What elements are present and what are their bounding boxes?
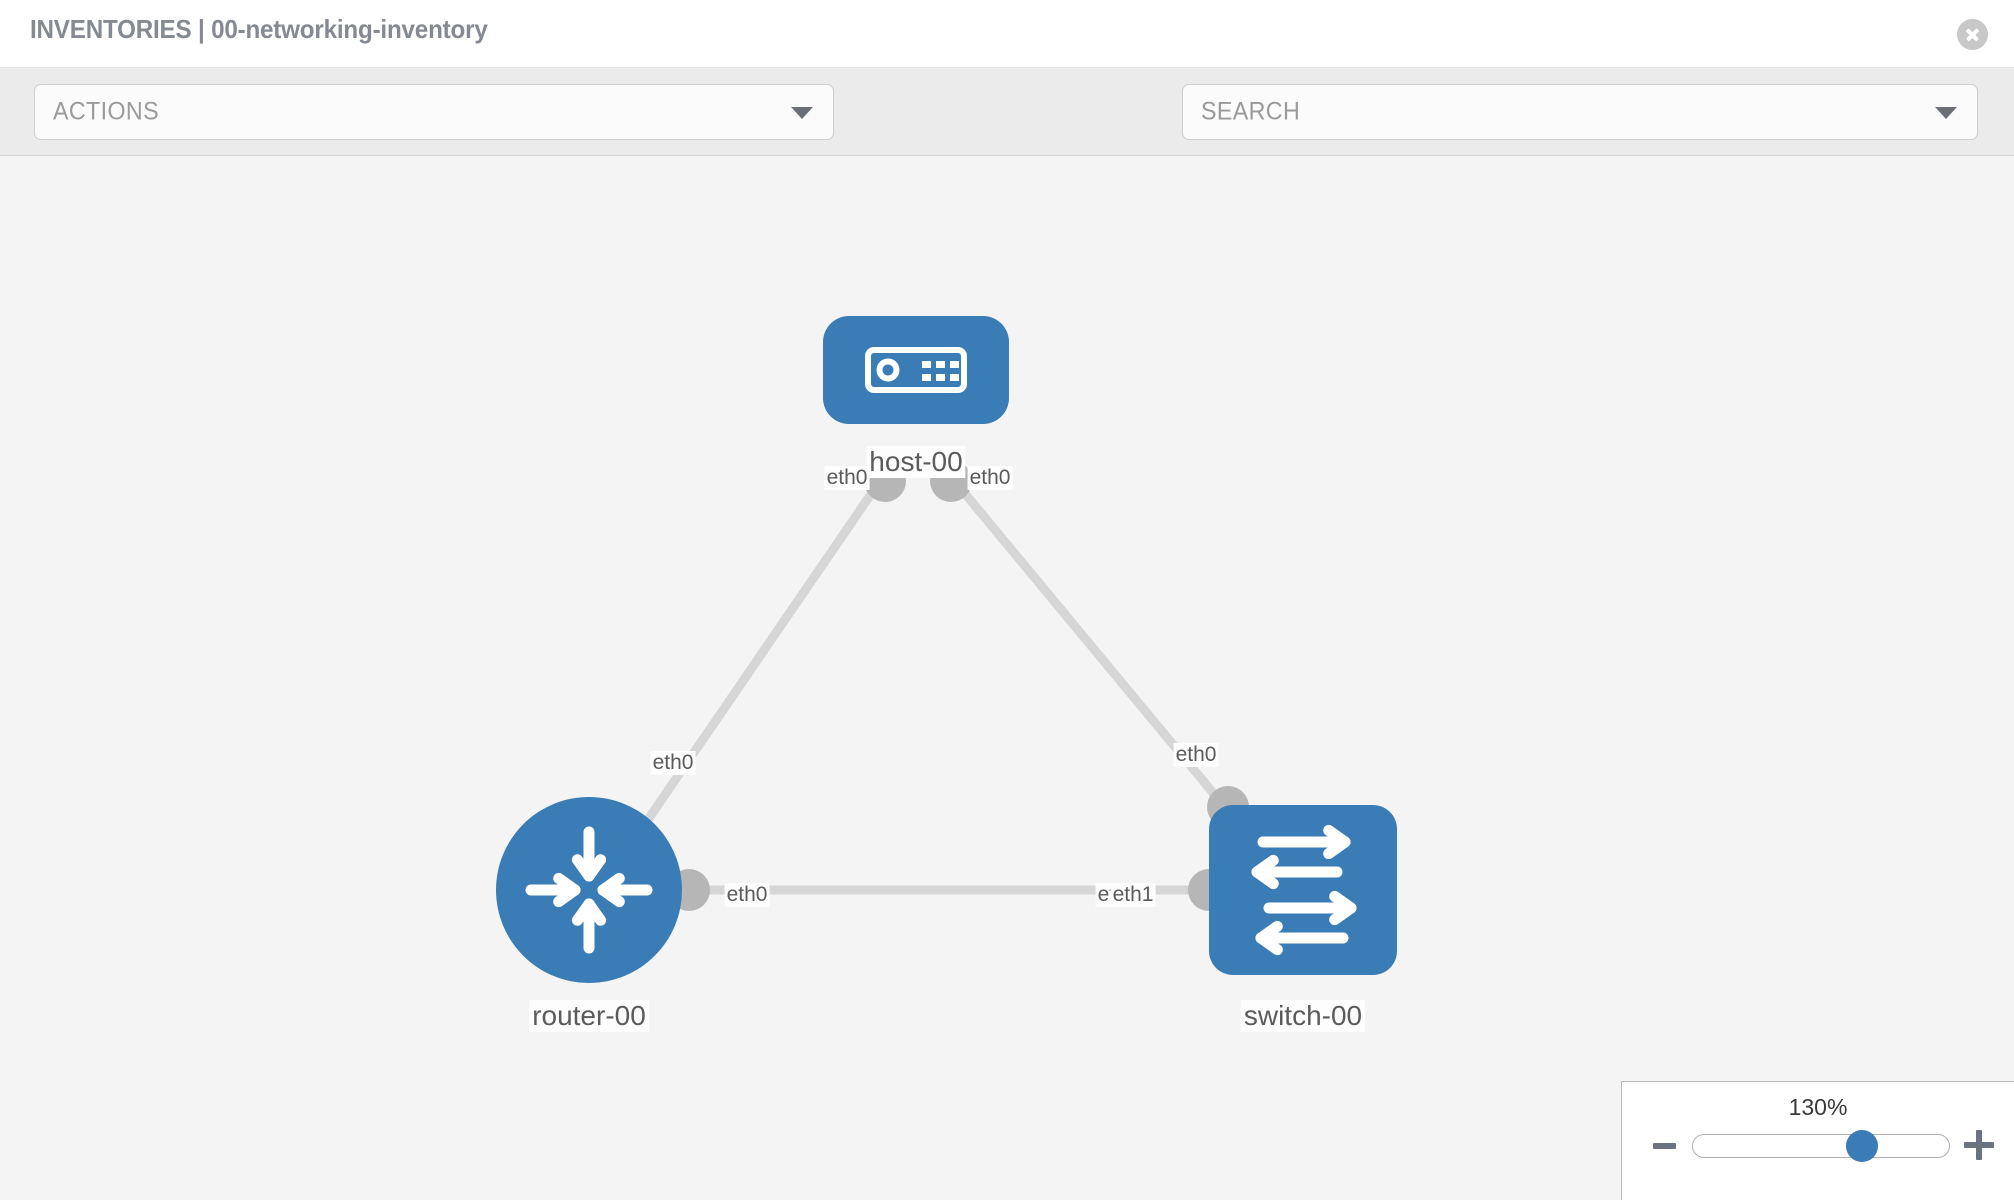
zoom-slider-thumb[interactable] [1845,1130,1878,1162]
links-layer [641,475,1228,895]
actions-dropdown-label: ACTIONS [53,97,159,126]
node-host-00[interactable] [823,316,1009,424]
page-title: INVENTORIES | 00-networking-inventory [30,14,488,44]
switch-arrows-icon [1251,824,1357,956]
toolbar: ACTIONS SEARCH [0,68,2014,196]
ports-layer [668,460,1249,911]
server-icon [865,347,967,393]
topology-graph [496,316,1397,983]
zoom-slider[interactable] [1692,1130,1950,1162]
search-input[interactable]: SEARCH [1182,84,1978,140]
zoom-in-icon[interactable] [1964,1130,1994,1160]
link-label-router-00-switch-00-source: eth0 [724,883,770,907]
zoom-out-icon[interactable] [1653,1143,1676,1149]
page-header: INVENTORIES | 00-networking-inventory [0,0,2014,68]
node-switch-00[interactable] [1209,805,1397,975]
nodes-layer [496,316,1397,983]
close-icon[interactable] [1957,19,1988,50]
router-arrows-icon [525,826,653,954]
node-label-switch-00: switch-00 [1240,1000,1366,1032]
search-input-placeholder: SEARCH [1201,97,1301,126]
link-label-router-00-switch-00-target: eth1 [1110,883,1156,907]
zoom-control-panel: 130% [1621,1081,2014,1200]
node-router-00[interactable] [496,797,682,983]
actions-dropdown[interactable]: ACTIONS [34,84,834,140]
link-label-router-00-host-00-source: eth0 [650,751,696,775]
topology-canvas[interactable]: host-00 router-00 switch-00 eth0 eth0 eth0 eth… [0,156,2014,1200]
link-label-host-00-switch-00-target: eth0 [1173,743,1219,767]
chevron-down-icon [1935,107,1957,119]
link-label-host-00-switch-00-source: eth0 [967,466,1013,490]
zoom-level-label: 130% [1788,1094,1848,1120]
link-label-router-00-host-00-target: eth0 [824,466,870,490]
node-label-router-00: router-00 [529,1000,649,1032]
node-label-host-00: host-00 [866,446,966,478]
chevron-down-icon [791,107,813,119]
